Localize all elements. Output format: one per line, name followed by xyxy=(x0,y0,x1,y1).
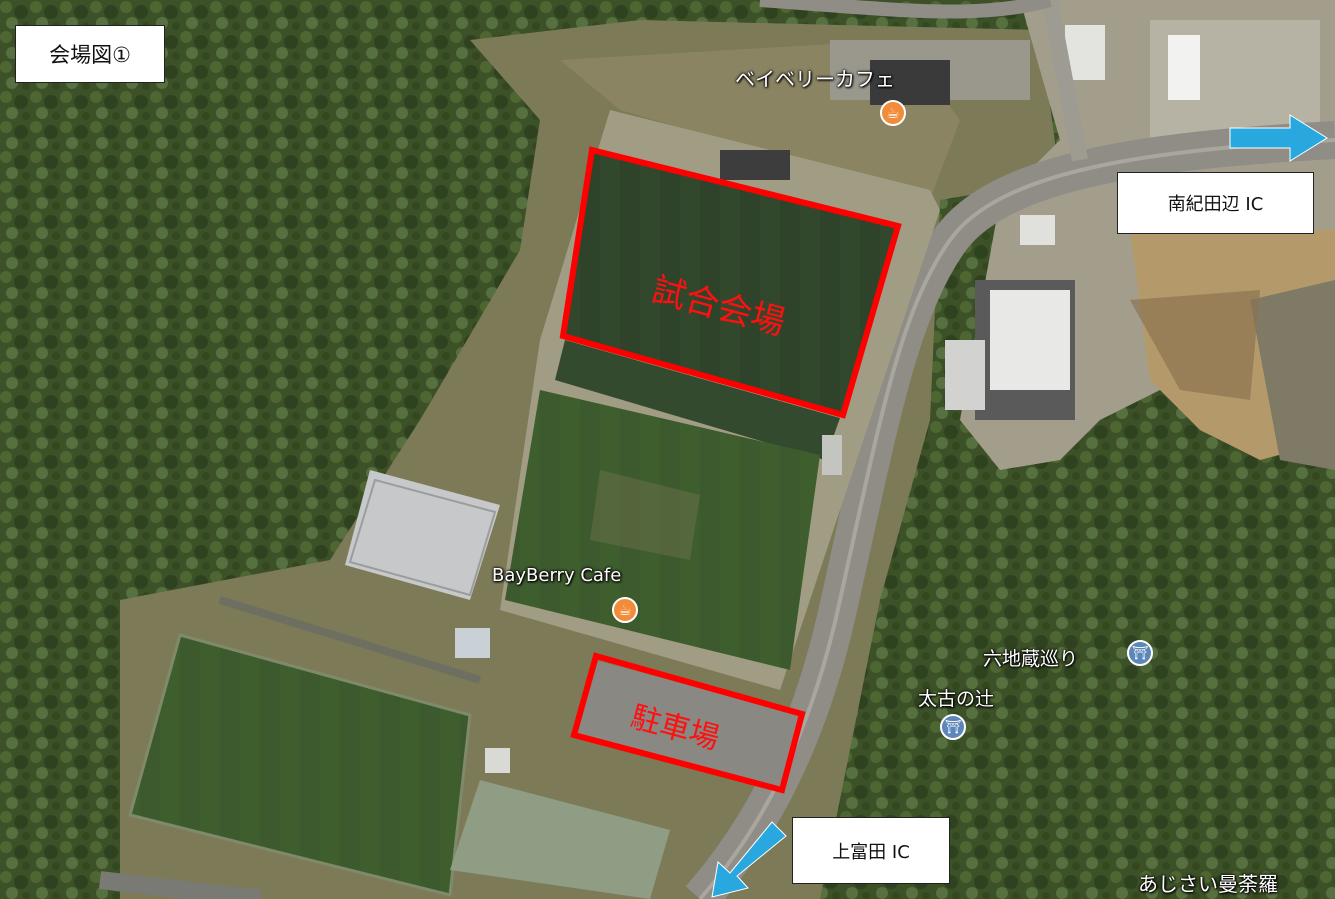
direction-arrow-icon-north xyxy=(1229,114,1328,162)
parking-lot xyxy=(575,660,800,790)
south-ic-text: 上富田 IC xyxy=(832,841,910,863)
coffee-cup-icon-2: ☕ xyxy=(612,597,638,623)
tennis-courts xyxy=(450,780,670,899)
parking-highlight xyxy=(570,652,806,794)
torii-icon: ⛩ xyxy=(1127,640,1153,666)
ajisai-label: あじさい曼荼羅 xyxy=(1138,872,1278,896)
match-venue-highlight xyxy=(559,146,902,419)
left-pitch xyxy=(130,635,470,895)
direction-arrow-icon-south xyxy=(711,821,787,898)
north-ic-text: 南紀田辺 IC xyxy=(1167,194,1264,215)
cafe-label-en: BayBerry Cafe xyxy=(492,565,622,586)
cafe-label-jp: ベイベリーカフェ xyxy=(735,67,895,91)
map-title: 会場図① xyxy=(15,25,165,83)
match-pitch xyxy=(565,150,900,415)
rokujizo-label: 六地蔵巡り xyxy=(983,648,1079,670)
torii-icon-2: ⛩ xyxy=(940,714,966,740)
south-ic-label: 上富田 IC xyxy=(792,817,950,884)
cafe-building xyxy=(870,60,950,105)
coffee-cup-icon: ☕ xyxy=(880,100,906,126)
north-ic-label: 南紀田辺 IC xyxy=(1117,172,1314,234)
map-title-text: 会場図① xyxy=(49,43,131,67)
taiko-label: 太古の辻 xyxy=(918,688,995,710)
